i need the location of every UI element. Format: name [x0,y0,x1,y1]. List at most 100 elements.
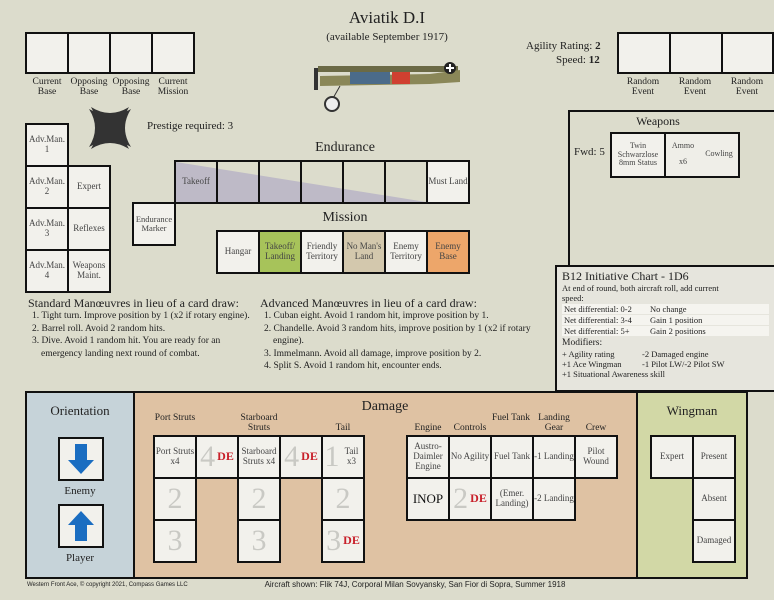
agility-rating: Agility Rating: 2 [526,40,601,52]
controls-1[interactable]: No Agility [448,435,492,479]
wingman-present[interactable]: Present [692,435,736,479]
port-struts-2[interactable]: 2 [153,477,197,521]
mission-enemy-territory[interactable]: Enemy Territory [384,230,428,274]
landing-gear-2[interactable]: -2 Landing [532,477,576,521]
box-number: 2 [167,482,183,515]
header-engine: Engine [414,423,442,433]
player-label: Player [65,552,95,564]
tail-box[interactable]: 1 Tail x3 [321,435,365,479]
endurance-marker[interactable]: Endurance Marker [132,202,176,246]
result: Gain 2 positions [650,326,706,336]
weapons-panel: Weapons Fwd: 5 Twin Schwarzlose 8mm Stat… [568,110,774,267]
enemy-orientation-box[interactable] [58,437,104,481]
inop-label: INOP [412,490,444,506]
engine-2[interactable]: INOP [406,477,450,521]
mission-friendly-territory[interactable]: Friendly Territory [300,230,344,274]
manoeuvre: 2. Chandelle. Avoid 3 random hits, impro… [264,323,531,347]
advanced-list: 1. Cuban eight. Avoid 1 random hit, impr… [260,310,550,373]
starboard-struts-3[interactable]: 3 [237,519,281,563]
landing-gear-1[interactable]: -1 Landing [532,435,576,479]
differential: Net differential: 3-4 [564,315,632,325]
de-label: DE [301,449,318,464]
endurance-cell[interactable] [216,160,260,204]
endurance-takeoff[interactable]: Takeoff [174,160,218,204]
random-event-box-2[interactable] [669,32,723,74]
skill-reflexes[interactable]: Reflexes [67,207,111,251]
modifier: +1 Situational Awareness skill [562,369,665,379]
endurance-cell[interactable] [258,160,302,204]
result: Gain 1 position [650,315,703,325]
availability: (available September 1917) [326,31,448,43]
manoeuvre: 4. Split S. Avoid 1 random hit, encounte… [264,361,442,371]
tail-2[interactable]: 2 [321,477,365,521]
engine-1[interactable]: Austro-Daimler Engine [406,435,450,479]
wingman-absent[interactable]: Absent [692,477,736,521]
initiative-intro: At end of round, both aircraft roll, add… [562,283,719,303]
current-base-box[interactable] [25,32,69,74]
port-struts-3[interactable]: 3 [153,519,197,563]
mission-takeoff-landing[interactable]: Takeoff/ Landing [258,230,302,274]
wingman-damaged[interactable]: Damaged [692,519,736,563]
opposing-base-label-2: Opposing Base [112,77,150,97]
iron-cross-icon [89,107,131,149]
mission-no-mans-land[interactable]: No Man's Land [342,230,386,274]
box-number: 1 [324,440,340,473]
current-mission-box[interactable] [151,32,195,74]
modifiers-title: Modifiers: [562,338,603,348]
opposing-base-box[interactable] [67,32,111,74]
wingman-expert[interactable]: Expert [650,435,694,479]
standard-list: 1. Tight turn. Improve position by 1 (x2… [28,310,256,360]
endurance-cell[interactable] [300,160,344,204]
mission-enemy-base[interactable]: Enemy Base [426,230,470,274]
de-label: DE [470,491,487,506]
modifier: +1 Ace Wingman [562,359,622,369]
adv-man-3[interactable]: Adv.Man. 3 [25,207,69,251]
initiative-row: Net differential: 5+Gain 2 positions [562,326,769,336]
de-label: DE [343,533,360,548]
wingman-title: Wingman [666,403,718,418]
random-event-box-3[interactable] [721,32,774,74]
random-event-box-1[interactable] [617,32,671,74]
advanced-title: Advanced Manœuvres in lieu of a card dra… [260,296,477,310]
fuel-tank-1[interactable]: Fuel Tank [490,435,534,479]
box-number: 2 [251,482,267,515]
arrow-up-icon [68,511,94,541]
speed: Speed: 12 [556,54,600,66]
random-event-label-1: Random Event [626,77,660,97]
header-controls: Controls [453,423,487,433]
tail-label: Tail x3 [344,446,359,466]
standard-manoeuvres: Standard Manœuvres in lieu of a card dra… [28,296,256,360]
manoeuvre: 2. Barrel roll. Avoid 2 random hits. [32,323,166,334]
mission-hangar[interactable]: Hangar [216,230,260,274]
adv-man-4[interactable]: Adv.Man. 4 [25,249,69,293]
adv-man-1[interactable]: Adv.Man. 1 [25,123,69,167]
starboard-struts-box[interactable]: Starboard Struts x4 [237,435,281,479]
skill-weapons-maint[interactable]: Weapons Maint. [67,249,111,293]
skill-expert[interactable]: Expert [67,165,111,209]
player-orientation-box[interactable] [58,504,104,548]
endurance-must-land[interactable]: Must Land [426,160,470,204]
crew-1[interactable]: Pilot Wound [574,435,618,479]
adv-man-2[interactable]: Adv.Man. 2 [25,165,69,209]
box-number: 3 [251,524,267,557]
box-number: 2 [453,482,469,515]
gear-label: -2 Landing [534,493,574,504]
gear-label: -1 Landing [534,451,574,462]
endurance-cell[interactable] [384,160,428,204]
prestige-required: Prestige required: 3 [147,120,234,132]
agility-value: 2 [595,40,601,52]
box-number: 3 [326,524,342,557]
fuel-tank-2[interactable]: (Emer. Landing) [490,477,534,521]
aircraft-illustration [314,62,460,112]
port-struts-box[interactable]: Port Struts x4 [153,435,197,479]
endurance-cell[interactable] [342,160,386,204]
weapon-status[interactable]: Twin Schwarzlose 8mm Status [610,132,666,178]
starboard-struts-2[interactable]: 2 [237,477,281,521]
agility-label: Agility Rating: [526,40,593,52]
opposing-base-box-2[interactable] [109,32,153,74]
